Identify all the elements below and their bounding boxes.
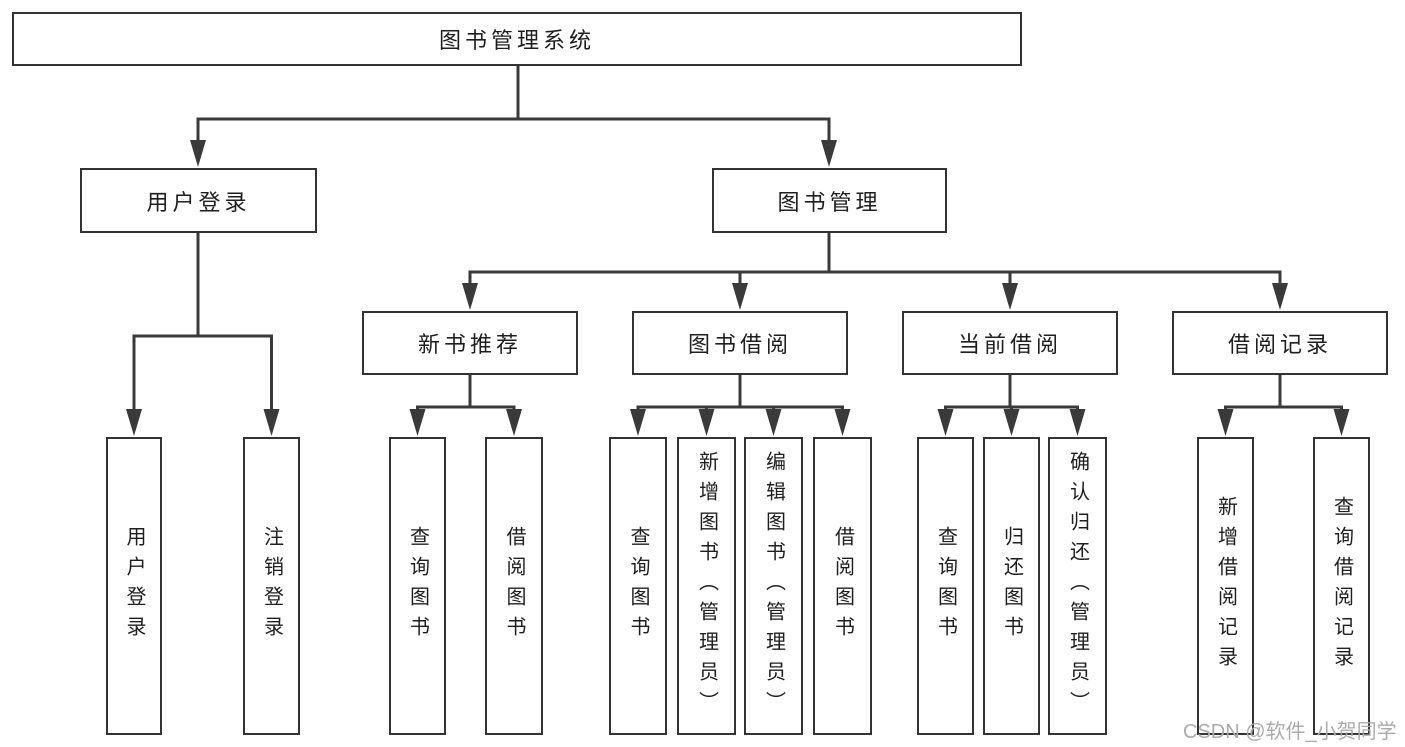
leaf-label: 确认归还（管理员） — [1066, 451, 1089, 721]
csdn-watermark: CSDN @软件_小贺同学 — [1183, 721, 1397, 743]
node-new-book-recommend: 新书推荐 — [362, 311, 578, 375]
leaf-edit-books-admin: 编辑图书（管理员） — [744, 437, 803, 735]
leaf-label: 借阅图书 — [503, 526, 525, 646]
node-label: 借阅记录 — [1227, 332, 1332, 357]
leaf-label: 用户登录 — [123, 526, 145, 646]
arrowheads — [126, 140, 1350, 436]
node-label: 图书管理 — [777, 189, 882, 215]
leaf-logout: 注销登录 — [243, 437, 300, 735]
node-user-login: 用户登录 — [80, 168, 317, 233]
node-borrow-records: 借阅记录 — [1172, 311, 1388, 375]
leaf-user-login: 用户登录 — [106, 437, 162, 735]
node-label: 当前借阅 — [957, 332, 1062, 357]
leaf-query-books-borrow: 查询图书 — [609, 437, 667, 735]
node-library-management-system: 图书管理系统 — [12, 12, 1022, 66]
leaf-label: 借阅图书 — [831, 526, 854, 646]
leaf-query-books-recommend: 查询图书 — [389, 437, 446, 735]
leaf-label: 查询图书 — [934, 526, 957, 646]
leaf-confirm-return-admin: 确认归还（管理员） — [1048, 437, 1107, 735]
leaf-query-borrow-record: 查询借阅记录 — [1313, 437, 1370, 735]
node-label: 用户登录 — [146, 189, 251, 215]
leaf-add-books-admin: 新增图书（管理员） — [677, 437, 736, 735]
leaf-label: 编辑图书（管理员） — [762, 451, 785, 721]
node-label: 图书借阅 — [687, 332, 792, 357]
leaf-label: 查询图书 — [406, 526, 429, 646]
leaf-label: 归还图书 — [1000, 526, 1023, 646]
leaf-label: 注销登录 — [260, 526, 283, 646]
leaf-label: 新增借阅记录 — [1214, 496, 1237, 676]
leaf-borrow-books: 借阅图书 — [813, 437, 872, 735]
leaf-return-books: 归还图书 — [983, 437, 1040, 735]
node-label: 图书管理系统 — [438, 28, 595, 53]
leaf-label: 查询借阅记录 — [1330, 496, 1353, 676]
leaf-query-books-current: 查询图书 — [917, 437, 974, 735]
leaf-add-borrow-record: 新增借阅记录 — [1197, 437, 1254, 735]
node-label: 新书推荐 — [417, 332, 522, 357]
node-book-borrow: 图书借阅 — [632, 311, 848, 375]
leaf-label: 查询图书 — [627, 526, 649, 646]
node-book-management: 图书管理 — [712, 168, 947, 233]
leaf-label: 新增图书（管理员） — [695, 451, 718, 721]
node-current-borrow: 当前借阅 — [902, 311, 1118, 375]
leaf-borrow-books-recommend: 借阅图书 — [485, 437, 543, 735]
